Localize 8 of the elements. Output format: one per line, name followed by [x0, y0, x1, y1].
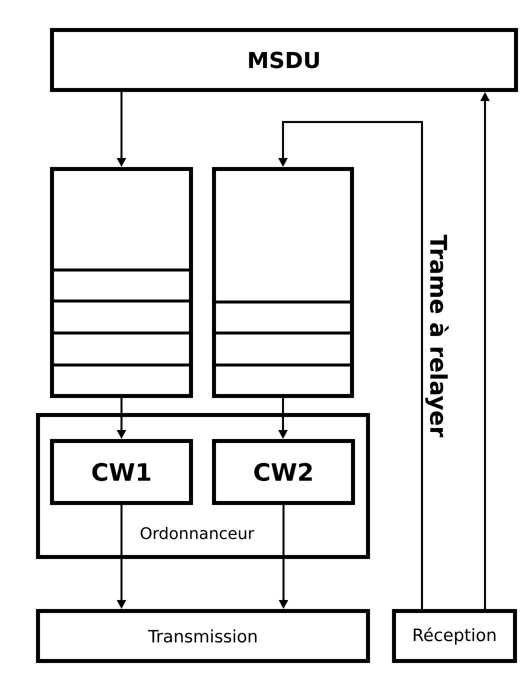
- edge-label: Trame à relayer: [424, 234, 450, 438]
- reception-box: Réception: [392, 609, 517, 663]
- msdu-box: MSDU: [50, 28, 518, 92]
- transmission-box: Transmission: [36, 609, 370, 663]
- contention-window-box: CW2: [212, 439, 355, 505]
- contention-window-box: CW1: [50, 439, 193, 505]
- queue-box: [50, 167, 193, 398]
- queue-box: [212, 167, 354, 398]
